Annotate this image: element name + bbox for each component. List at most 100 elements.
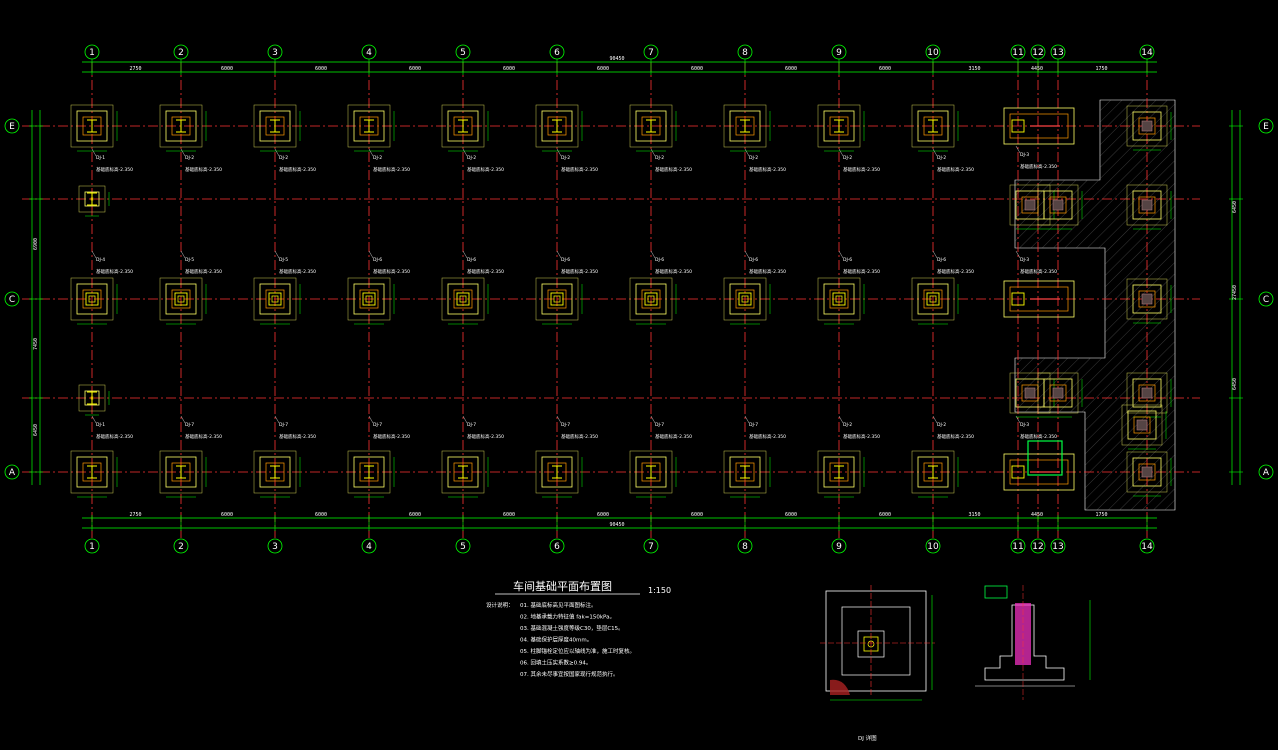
footing-outline [165, 110, 197, 142]
combined-footing-step [1009, 459, 1069, 485]
footing-outline [447, 456, 479, 488]
design-note-line: 07. 其余未尽事宜按国家现行规范执行。 [520, 670, 619, 678]
combined-footing-tag-leader [1015, 145, 1021, 154]
row-axis-bubble-right-circle [1258, 464, 1274, 480]
footing-tag-row-a-elevation: 基础底标高-2.350 [185, 433, 222, 440]
column-axis-bubble-bottom-label: 2 [178, 542, 184, 552]
footing-pad-outline [441, 104, 485, 148]
footing-tag-row-a-leader [274, 415, 280, 424]
column-axis-bubble-bottom-circle [925, 538, 941, 554]
pier-fill [1024, 199, 1036, 211]
side-dimension-text: 6900 [33, 238, 39, 250]
steel-column-icon [646, 119, 656, 133]
footing-tag-row-e-leader [932, 148, 938, 157]
steel-column-icon [458, 119, 468, 133]
footing-outline [353, 283, 385, 315]
bay-dimension-text: 6000 [315, 512, 327, 518]
footing-tag-row-a-elevation: 基础底标高-2.350 [749, 433, 786, 440]
footing-tag-row-a-elevation: 基础底标高-2.350 [279, 433, 316, 440]
footing-outline [1132, 190, 1162, 220]
column-axis-bubble-bottom-circle [361, 538, 377, 554]
footing-pad-outline [1126, 184, 1168, 226]
column-axis-bubble-top-label: 14 [1141, 48, 1153, 58]
steel-column-icon [176, 465, 186, 479]
footing-outline [84, 390, 100, 406]
detail-caption: DJ 详图 [858, 734, 877, 742]
footing-pad-outline [1126, 372, 1168, 414]
footing-pad-outline [1126, 278, 1168, 320]
combined-footing-tag: DJ-3 [1020, 422, 1029, 428]
footing-outline [541, 456, 573, 488]
bay-dimension-text: 6000 [597, 66, 609, 72]
column-axis-bubble-top-label: 5 [460, 48, 466, 58]
footing-tag-row-e-elevation: 基础底标高-2.350 [749, 166, 786, 173]
footing-tag-row-e-leader [650, 148, 656, 157]
footing-tag-row-c-elevation: 基础底标高-2.350 [467, 268, 504, 275]
footing-row-e [253, 104, 301, 152]
design-note-line: 03. 基础混凝土强度等级C30，垫层C15。 [520, 624, 624, 632]
column-axis-bubble-bottom-label: 7 [648, 542, 654, 552]
footing-tag-row-e-leader [274, 148, 280, 157]
footing-outline [76, 456, 108, 488]
combined-footing-outline [1003, 107, 1075, 145]
column-axis-bubble-top-circle [84, 44, 100, 60]
footing-pad-outline [817, 104, 861, 148]
column-axis-bubble-top-label: 10 [927, 48, 939, 58]
footing-step [547, 116, 567, 136]
platform-pier-footing [1126, 105, 1172, 151]
column-axis-bubble-bottom-circle [267, 538, 283, 554]
footing-tag-row-c: DJ-6 [937, 257, 946, 263]
column-axis-bubble-bottom-label: 14 [1141, 542, 1153, 552]
footing-outline [1132, 378, 1162, 408]
footing-tag-row-a-elevation: 基础底标高-2.350 [467, 433, 504, 440]
column-axis-bubble-bottom-circle [455, 538, 471, 554]
column-axis-bubble-bottom-circle [1139, 538, 1155, 554]
column-axis-bubble-top-circle [267, 44, 283, 60]
pier-fill [1052, 199, 1064, 211]
footing-step [171, 289, 191, 309]
footing-pad-outline [70, 277, 114, 321]
column-axis-bubble-bottom-label: 6 [554, 542, 560, 552]
pedestal-outline [738, 292, 752, 306]
steel-column-icon [364, 119, 374, 133]
steel-column-icon [176, 119, 186, 133]
footing-outline [541, 283, 573, 315]
footing-tag-row-e-leader [91, 148, 97, 157]
column-axis-bubble-bottom-circle [643, 538, 659, 554]
footing-tag-row-a-leader [556, 415, 562, 424]
column-axis-bubble-top-circle [361, 44, 377, 60]
bay-dimension-text: 6000 [315, 66, 327, 72]
bay-dimension-text: 2750 [130, 66, 142, 72]
combined-footing-column [1011, 119, 1025, 133]
footing-pad-outline [629, 450, 673, 494]
column-axis-bubble-bottom-label: 4 [366, 542, 372, 552]
footing-tag-row-e-leader [556, 148, 562, 157]
combined-footing-outline [1003, 453, 1075, 491]
row-axis-bubble-left-circle [4, 464, 20, 480]
design-note-line: 05. 柱脚锚栓定位应以轴线为准，施工时复核。 [520, 647, 635, 655]
column-axis-bubble-bottom-label: 10 [927, 542, 939, 552]
steel-column-icon [646, 465, 656, 479]
combined-footing [1003, 107, 1075, 145]
steel-column-icon [364, 465, 374, 479]
column-axis-bubble-top-circle [549, 44, 565, 60]
bay-dimension-text: 2750 [130, 512, 142, 518]
footing-row-c [253, 277, 301, 325]
footing-tag-row-c-elevation: 基础底标高-2.350 [185, 268, 222, 275]
footing-tag-row-c-elevation: 基础底标高-2.350 [843, 268, 880, 275]
steel-column-icon [87, 391, 97, 405]
bay-dimension-text: 6000 [691, 512, 703, 518]
combined-footing-tag: DJ-3 [1020, 152, 1029, 158]
footing-tag-row-e-elevation: 基础底标高-2.350 [373, 166, 410, 173]
column-axis-bubble-top-label: 12 [1032, 48, 1043, 58]
pedestal-core [835, 295, 843, 303]
column-axis-bubble-bottom-label: 12 [1032, 542, 1043, 552]
footing-pad-outline [441, 450, 485, 494]
footing-outline [259, 456, 291, 488]
footing-wind-column [78, 384, 110, 416]
footing-tag-row-c: DJ-6 [561, 257, 570, 263]
footing-row-a [817, 450, 865, 498]
bay-dimension-text: 3150 [969, 512, 981, 518]
footing-tag-row-c-elevation: 基础底标高-2.350 [561, 268, 598, 275]
footing-row-e [817, 104, 865, 152]
